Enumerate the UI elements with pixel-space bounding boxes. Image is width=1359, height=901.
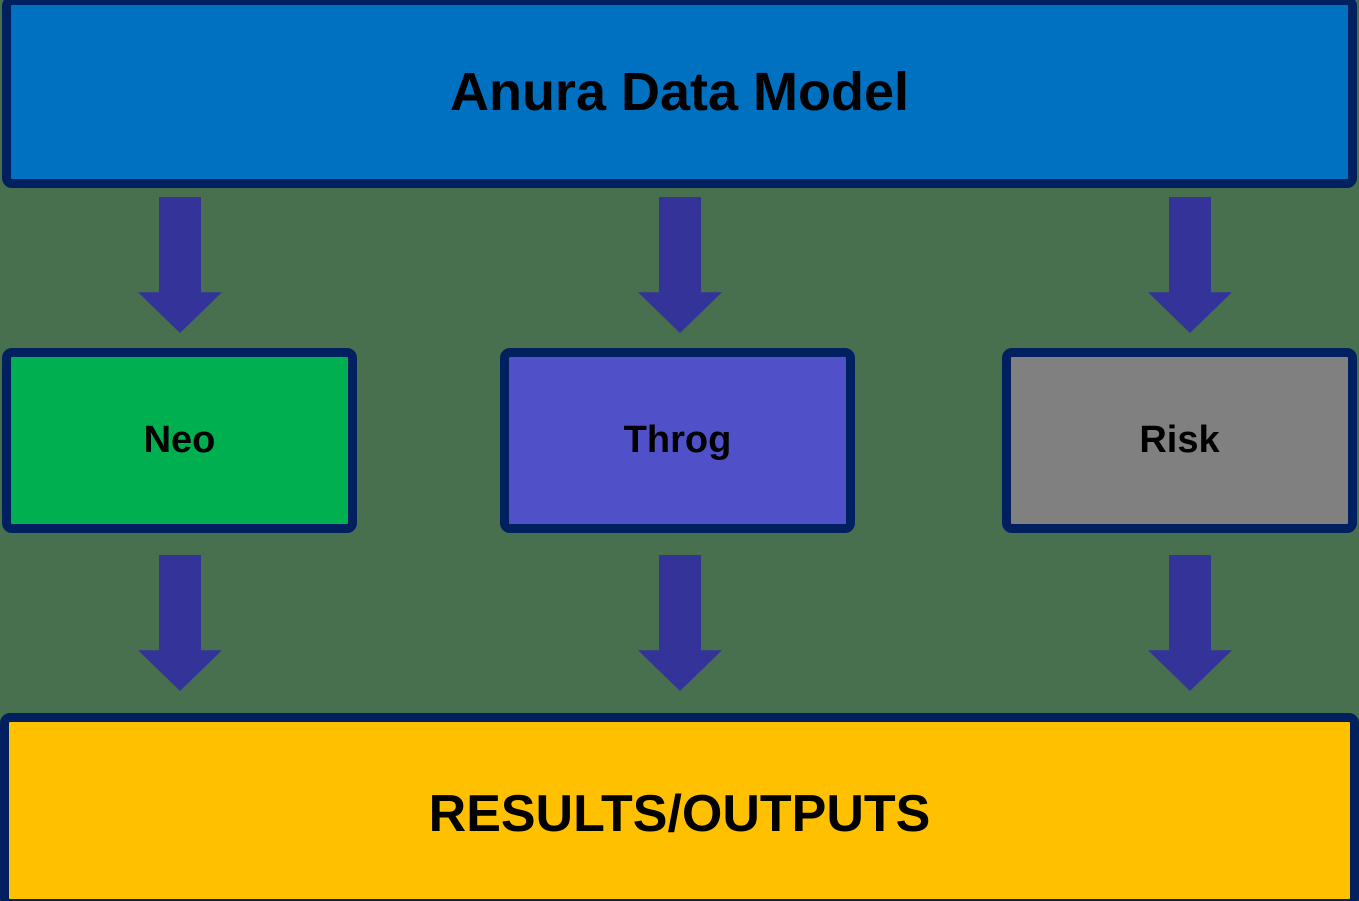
arrow-source-to-throg-icon — [638, 197, 722, 333]
node-risk: Risk — [1002, 348, 1357, 533]
arrow-source-to-neo-icon — [138, 197, 222, 333]
node-risk-label: Risk — [1139, 419, 1220, 461]
node-neo: Neo — [2, 348, 357, 533]
node-results-outputs: RESULTS/OUTPUTS — [0, 713, 1359, 901]
node-throg-label: Throg — [623, 419, 732, 461]
arrow-throg-to-output-icon — [638, 555, 722, 691]
arrow-risk-to-output-icon — [1148, 555, 1232, 691]
node-anura-data-model-label: Anura Data Model — [449, 62, 910, 122]
node-neo-label: Neo — [143, 419, 216, 461]
arrow-neo-to-output-icon — [138, 555, 222, 691]
node-results-outputs-label: RESULTS/OUTPUTS — [428, 785, 931, 843]
arrow-source-to-risk-icon — [1148, 197, 1232, 333]
node-anura-data-model: Anura Data Model — [2, 0, 1357, 188]
node-throg: Throg — [500, 348, 855, 533]
